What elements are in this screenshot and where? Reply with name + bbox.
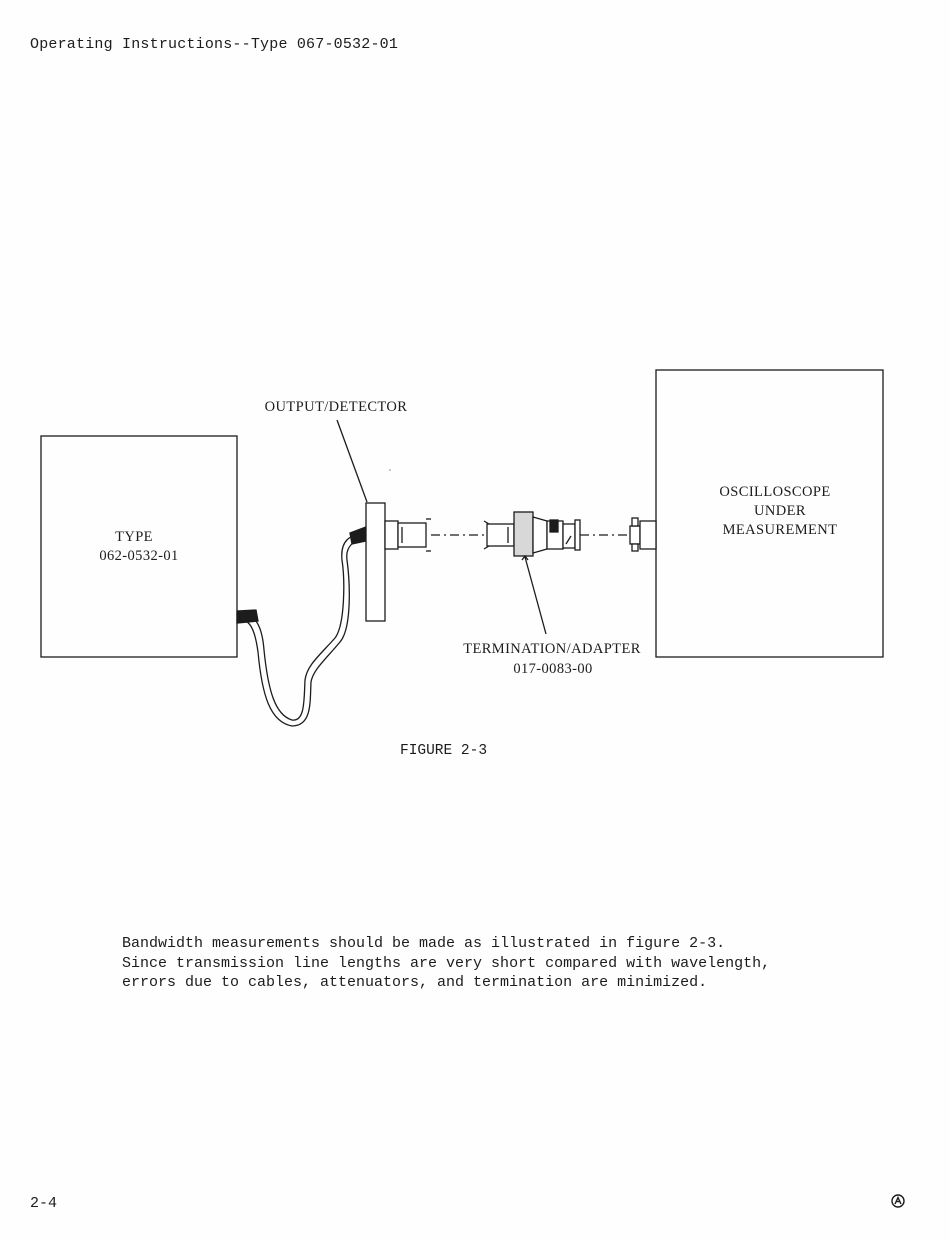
scope-label-line1: OSCILLOSCOPE (719, 484, 830, 500)
cable-strain-relief-generator (236, 609, 259, 624)
page-header: Operating Instructions--Type 067-0532-01 (30, 36, 399, 53)
paragraph-line: Bandwidth measurements should be made as… (122, 935, 726, 952)
paragraph-line: errors due to cables, attenuators, and t… (122, 974, 708, 991)
detector-cable (237, 531, 367, 727)
figure-caption: FIGURE 2-3 (400, 743, 488, 759)
figure-2-3-diagram: TYPE 062-0532-01 OUTPUT/DETECTOR TERMINA… (40, 369, 884, 727)
output-detector-body (365, 502, 386, 622)
termination-adapter (483, 511, 581, 557)
company-logo-icon (891, 1194, 905, 1208)
cable-strain-relief-detector (349, 526, 367, 545)
detector-connector (384, 518, 431, 552)
page-number: 2-4 (30, 1195, 58, 1212)
scope-label-line3: MEASUREMENT (723, 522, 838, 538)
generator-label-line1: TYPE (115, 529, 153, 545)
leader-termination (524, 556, 547, 635)
leader-output-detector (336, 419, 368, 503)
scope-label-line2: UNDER (754, 503, 806, 519)
body-paragraph: Bandwidth measurements should be made as… (122, 934, 770, 993)
paragraph-line: Since transmission line lengths are very… (122, 954, 771, 972)
oscilloscope-box (655, 369, 884, 658)
scope-input-connector (629, 517, 657, 552)
termination-label-line1: TERMINATION/ADAPTER (463, 641, 641, 657)
leader-termination-arrow (521, 554, 529, 561)
generator-label-line2: 062-0532-01 (99, 548, 178, 564)
termination-label-line2: 017-0083-00 (513, 661, 592, 677)
output-detector-label: OUTPUT/DETECTOR (265, 399, 408, 415)
generator-box (40, 435, 238, 658)
